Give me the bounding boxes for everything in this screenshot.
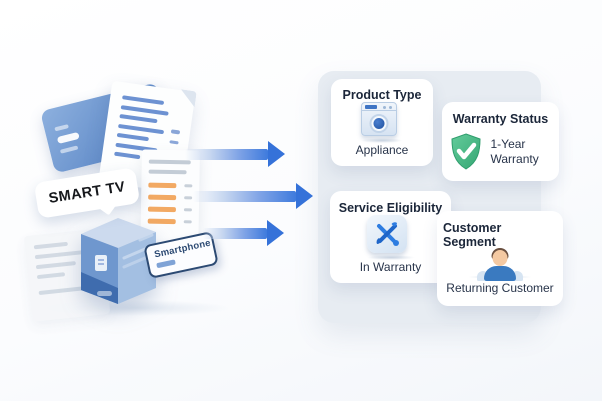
shield-check-icon — [450, 133, 481, 170]
document-dash — [170, 129, 181, 135]
box-label — [95, 255, 107, 271]
card-value: 1-Year Warranty — [490, 137, 539, 166]
card-title: Customer Segment — [443, 221, 502, 249]
card-service-eligibility: Service Eligibility In Warranty — [330, 191, 451, 283]
receipt-line — [148, 169, 187, 175]
document-line — [114, 151, 141, 160]
receipt-price-mark — [184, 195, 193, 200]
document-line — [122, 95, 165, 106]
card-pill — [56, 131, 80, 144]
document-line — [119, 114, 158, 124]
flow-arrow-bottom — [203, 220, 284, 246]
product-box-illustration — [81, 218, 156, 304]
card-title: Service Eligibility — [338, 201, 443, 215]
card-value: In Warranty — [359, 260, 422, 274]
receipt-price-mark — [184, 183, 193, 188]
tag-pill — [156, 259, 176, 268]
smartphone-label: Smartphone — [153, 237, 212, 261]
tools-icon — [366, 215, 415, 260]
receipt-price-mark — [183, 219, 192, 224]
person-icon — [469, 248, 531, 281]
arrow-head-icon — [267, 220, 284, 246]
product-collage: SMART TV Smartphone — [0, 0, 300, 401]
card-value: Returning Customer — [446, 281, 554, 295]
flow-arrow-top — [185, 141, 285, 167]
document-line — [120, 104, 169, 116]
receipt-line — [36, 272, 66, 280]
card-title: Warranty Status — [452, 112, 549, 126]
card-product-type: Product Type Appliance — [331, 79, 433, 166]
arrow-shaft — [203, 227, 267, 239]
card-line — [54, 124, 69, 132]
arrow-head-icon — [296, 183, 313, 209]
receipt-line — [35, 261, 77, 270]
receipt-line — [33, 241, 68, 250]
receipt-item-line — [148, 194, 177, 200]
smart-tv-label: SMART TV — [47, 179, 127, 207]
arrow-shaft — [193, 190, 296, 202]
arrow-head-icon — [268, 141, 285, 167]
document-line — [116, 132, 149, 142]
card-warranty-status: Warranty Status 1-Year Warranty — [442, 102, 559, 181]
flow-arrow-middle — [193, 183, 313, 209]
card-value: Appliance — [355, 143, 409, 157]
card-customer-segment: Customer Segment Returning Customer — [437, 211, 563, 306]
document-fold-corner — [178, 89, 197, 108]
arrow-shaft — [185, 148, 268, 160]
receipt-item-line — [148, 182, 177, 188]
receipt-price-mark — [183, 207, 192, 212]
document-dash — [169, 139, 179, 145]
document-line — [118, 123, 165, 134]
card-title: Product Type — [342, 88, 422, 102]
card-line — [59, 145, 79, 154]
washing-machine-icon — [361, 102, 403, 143]
